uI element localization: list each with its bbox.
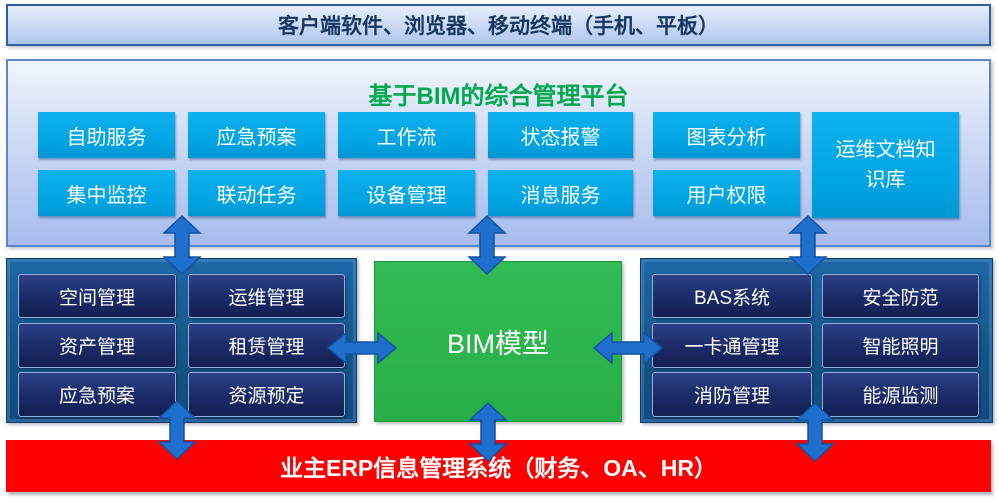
erp-bar-label: 业主ERP信息管理系统（财务、OA、HR） [279, 455, 717, 481]
arrow-facility-erp-icon [157, 400, 197, 460]
bim-model-label: BIM模型 [446, 329, 549, 359]
arrow-platform-bim-icon [467, 215, 507, 275]
module-chart-analysis: 图表分析 [653, 112, 800, 158]
client-layer-bar: 客户端软件、浏览器、移动终端（手机、平板） [6, 4, 991, 46]
module-one-card: 一卡通管理 [652, 323, 812, 368]
arrow-platform-facility-icon [162, 215, 202, 275]
bim-model-box: BIM模型 [374, 261, 622, 422]
module-emergency-plan-ops: 应急预案 [18, 372, 176, 417]
arrow-platform-subsystem-icon [788, 215, 828, 275]
module-fire-management: 消防管理 [652, 372, 812, 417]
module-bas-system: BAS系统 [652, 274, 812, 318]
arrow-subsystem-erp-icon [795, 402, 835, 462]
module-space-management: 空间管理 [18, 274, 176, 318]
platform-title: 基于BIM的综合管理平台 [368, 83, 629, 110]
module-smart-lighting: 智能照明 [822, 323, 979, 368]
module-ops-knowledge-base: 运维文档知识库 [812, 112, 959, 218]
arrow-bim-subsystem-icon [593, 331, 663, 365]
module-energy-monitoring: 能源监测 [822, 372, 979, 417]
module-central-monitoring: 集中监控 [38, 170, 175, 216]
module-self-service: 自助服务 [38, 112, 175, 158]
module-security-protection: 安全防范 [822, 274, 979, 318]
module-emergency-plan: 应急预案 [188, 112, 325, 158]
module-linkage-task: 联动任务 [188, 170, 325, 216]
module-user-permission: 用户权限 [653, 170, 800, 216]
module-message-service: 消息服务 [488, 170, 633, 216]
module-device-management: 设备管理 [338, 170, 475, 216]
client-layer-label: 客户端软件、浏览器、移动终端（手机、平板） [278, 15, 719, 38]
module-lease-management: 租赁管理 [188, 323, 345, 368]
module-resource-booking: 资源预定 [188, 372, 345, 417]
module-status-alarm: 状态报警 [488, 112, 633, 158]
module-ops-management: 运维管理 [188, 274, 345, 318]
arrow-bim-erp-icon [468, 402, 508, 462]
arrow-facility-bim-icon [327, 331, 397, 365]
module-workflow: 工作流 [338, 112, 475, 158]
module-asset-management: 资产管理 [18, 323, 176, 368]
